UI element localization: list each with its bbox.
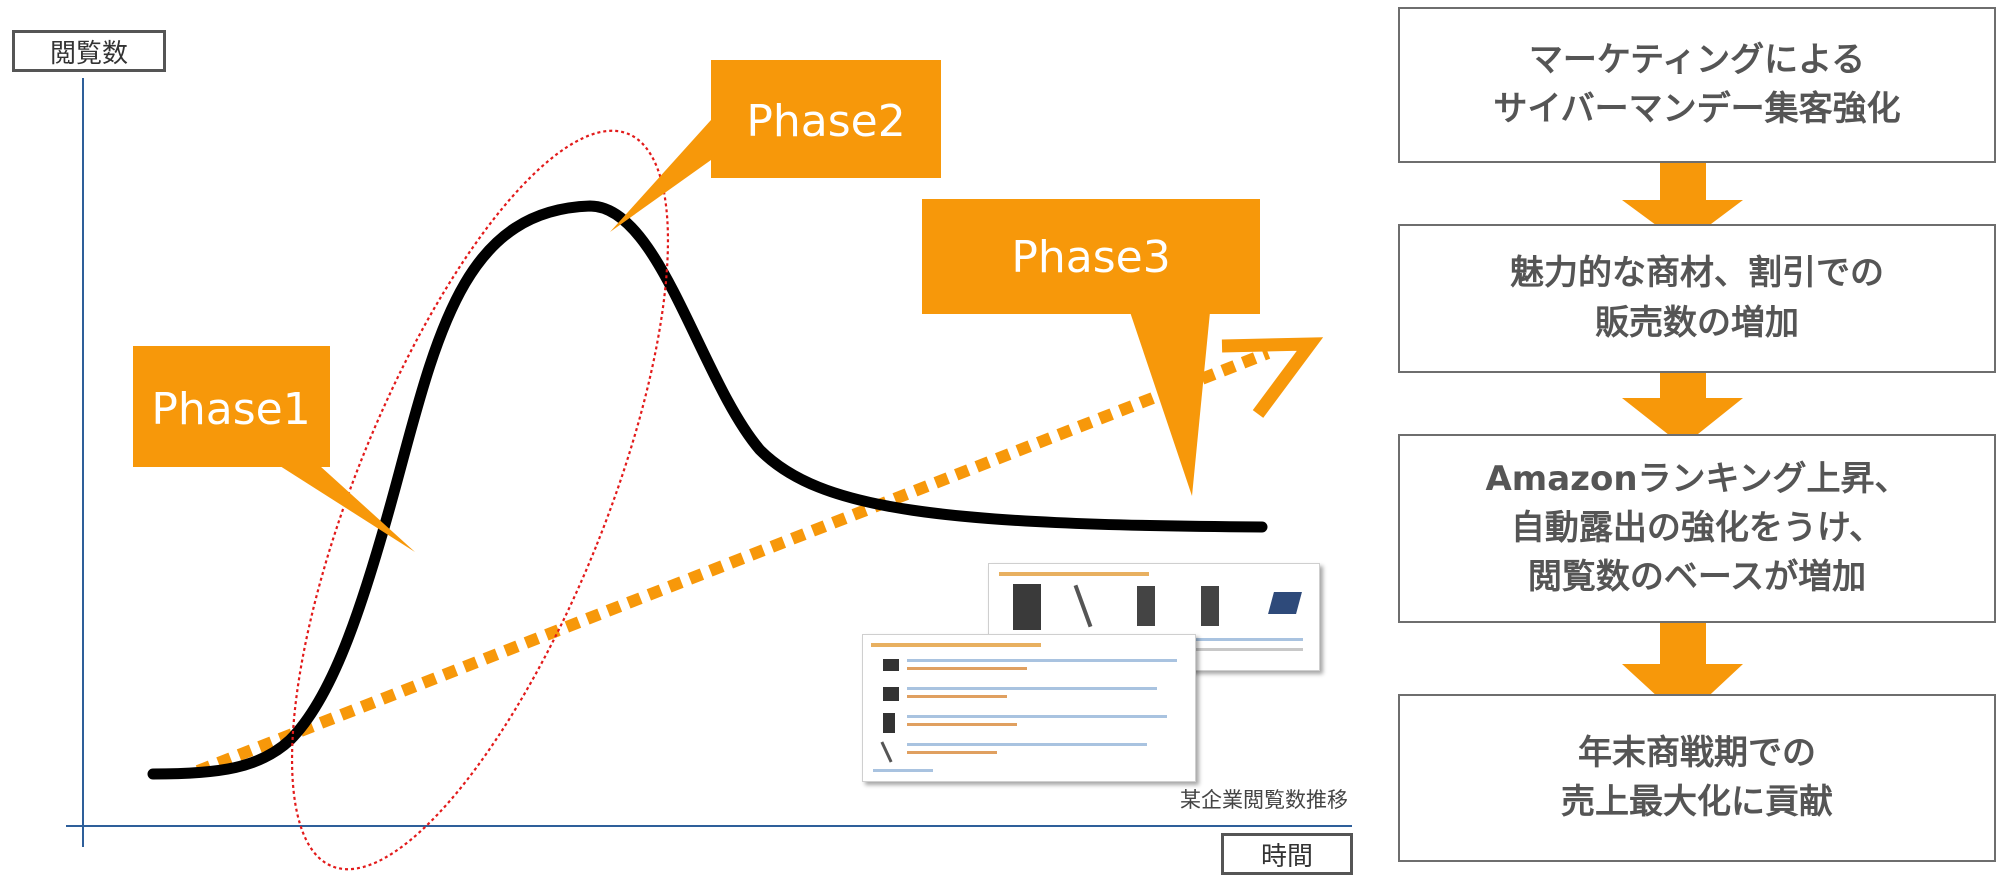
peak-highlight-ellipse — [290, 129, 670, 871]
y-axis-label-box: 閲覧数 — [12, 30, 166, 72]
chart-caption: 某企業閲覧数推移 — [1180, 788, 1348, 812]
phase3-callout-pointer — [1130, 312, 1210, 496]
phase1-label: Phase1 — [151, 384, 310, 435]
phase1-callout-box — [133, 346, 330, 467]
phase2-label: Phase2 — [746, 96, 905, 147]
phase3-label: Phase3 — [1011, 232, 1170, 283]
flow-step-1: マーケティングによる サイバーマンデー集客強化 — [1398, 7, 1996, 163]
trend-arrowhead — [1221, 337, 1324, 418]
flow-step-4: 年末商戦期での 売上最大化に貢献 — [1398, 694, 1996, 862]
x-axis-label: 時間 — [1260, 841, 1313, 872]
flow-step-3: Amazonランキング上昇、 自動露出の強化をうけ、 閲覧数のベースが増加 — [1398, 434, 1996, 623]
phase3-callout: Phase3 — [922, 199, 1260, 496]
phase2-callout-pointer — [610, 120, 711, 232]
flow-step-2: 魅力的な商材、割引での 販売数の増加 — [1398, 224, 1996, 373]
y-axis-label: 閲覧数 — [49, 38, 128, 69]
x-axis-label-box: 時間 — [1221, 833, 1353, 875]
phase1-callout: Phase1 — [133, 346, 415, 552]
pageview-curve — [147, 200, 1268, 780]
phase2-callout: Phase2 — [610, 60, 941, 232]
flow-arrow-3 — [1622, 612, 1743, 720]
phase1-callout-pointer — [280, 466, 415, 552]
flow-arrow-2 — [1622, 350, 1743, 446]
phase3-callout-box — [922, 199, 1260, 314]
flow-arrow-1 — [1622, 155, 1743, 245]
phase2-callout-box — [711, 60, 941, 178]
trend-arrow-line — [195, 347, 1271, 777]
product-list-screenshot — [862, 634, 1196, 782]
